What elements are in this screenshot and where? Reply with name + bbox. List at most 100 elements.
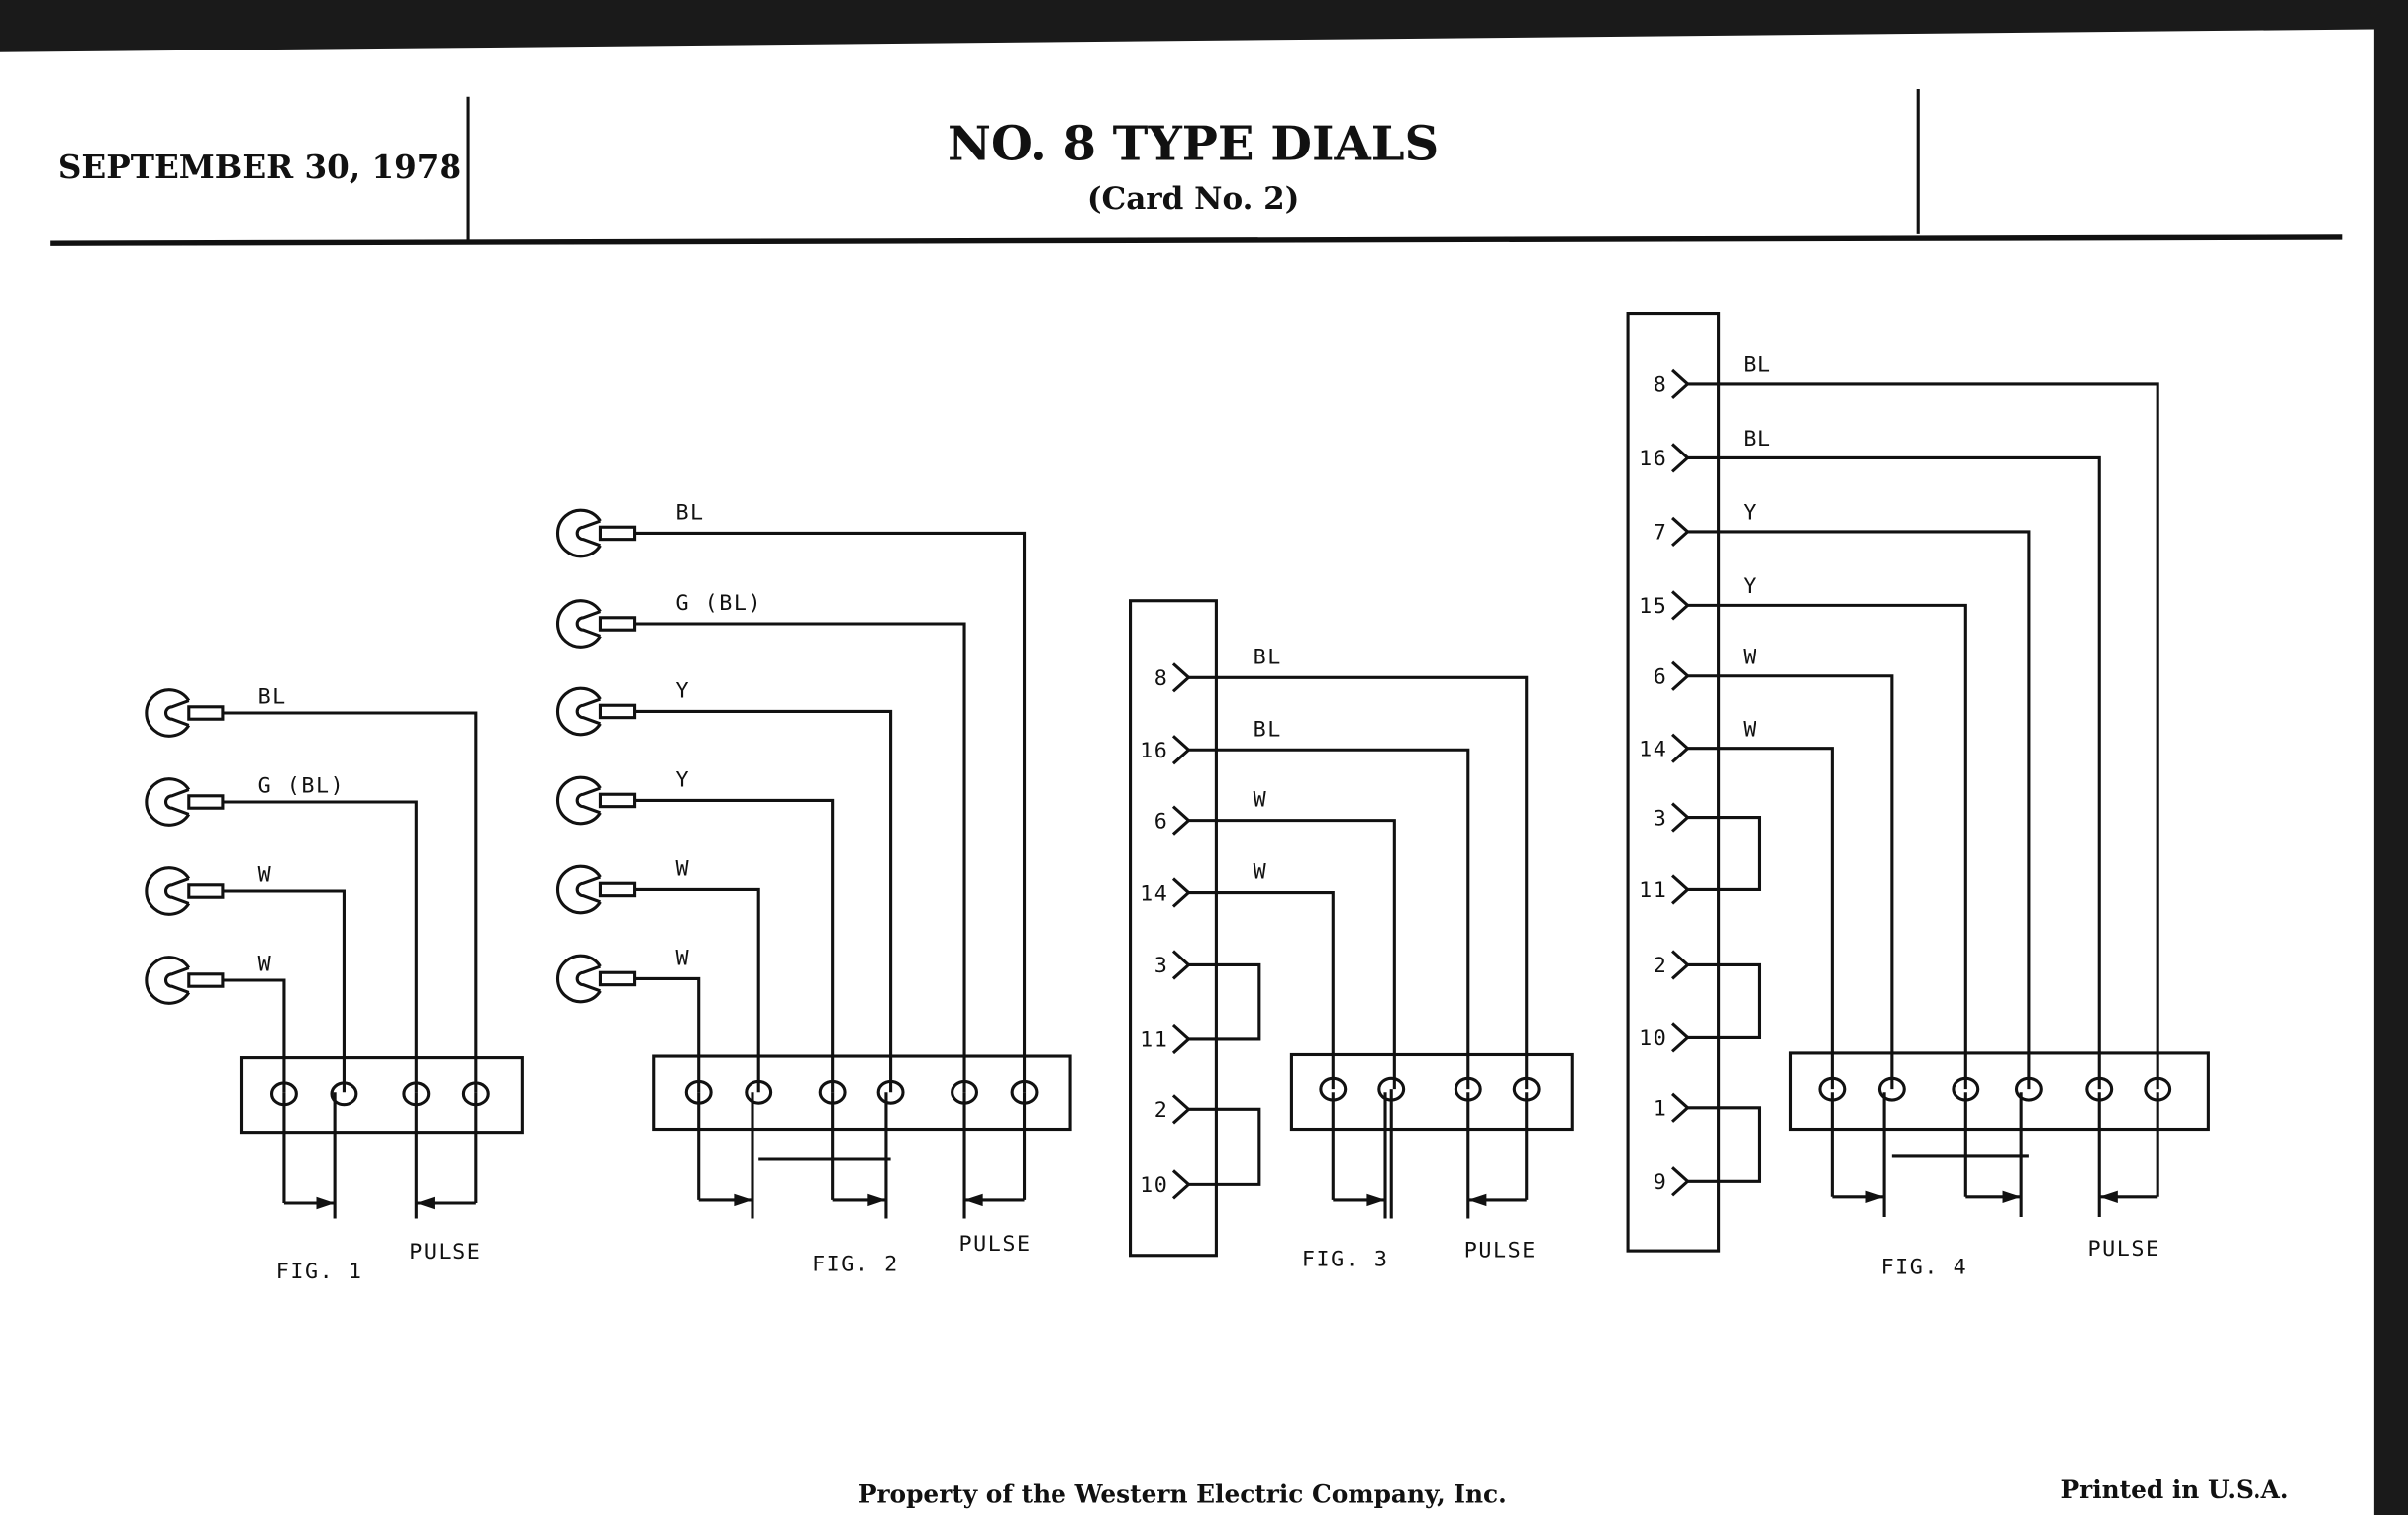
terminal-screw — [745, 1079, 773, 1105]
lug-ring — [145, 688, 191, 738]
jumper — [1687, 1106, 1762, 1183]
pin-number: 6 — [1154, 809, 1169, 834]
page-subtitle: (Card No. 2) — [1087, 181, 1300, 217]
terminal-screw — [330, 1081, 358, 1107]
wire — [222, 978, 286, 1093]
wire-label: Y — [675, 678, 690, 703]
dial-connector-block — [1626, 311, 1721, 1253]
pin-number: 16 — [1639, 447, 1667, 471]
lug-slot — [575, 519, 601, 548]
pin-number: 14 — [1639, 737, 1667, 761]
wire — [1687, 747, 1834, 1090]
pulse-label: PULSE — [1464, 1238, 1537, 1262]
wire — [1687, 455, 2101, 1090]
pulse-label: PULSE — [959, 1232, 1032, 1257]
wire-label: W — [1254, 860, 1268, 885]
pin-number: 7 — [1654, 521, 1668, 546]
pulse-label: PULSE — [409, 1240, 481, 1264]
arrow-head-icon — [316, 1196, 336, 1210]
wire-label: Y — [675, 767, 690, 792]
connector-pin-icon — [1171, 1169, 1191, 1200]
wire — [1188, 675, 1529, 1090]
lug-ring — [145, 866, 191, 916]
wire — [1687, 530, 2031, 1090]
wire-label: W — [1743, 717, 1757, 742]
terminal-screw — [1877, 1076, 1906, 1102]
lug-ring — [555, 599, 602, 649]
spade-lug-icon — [555, 864, 637, 915]
wire — [634, 887, 760, 1093]
pin-number: 11 — [1639, 878, 1667, 903]
arrow-head-icon — [867, 1193, 886, 1207]
figure-caption: FIG. 1 — [276, 1260, 363, 1284]
pin-number: 2 — [1654, 954, 1668, 978]
pin-number: 11 — [1140, 1028, 1168, 1053]
lug-slot — [163, 699, 190, 727]
wire-label: BL — [1743, 354, 1771, 378]
arrow-head-icon — [1366, 1193, 1386, 1207]
figure-caption: FIG. 3 — [1302, 1248, 1389, 1272]
wire — [1687, 603, 1967, 1090]
footer: Property of the Western Electric Company… — [858, 1475, 2289, 1509]
lug-slot — [163, 966, 190, 994]
wire-label: W — [675, 857, 690, 881]
arrow-head-icon — [1865, 1190, 1885, 1203]
pin-number: 14 — [1140, 881, 1168, 906]
pin-number: 9 — [1654, 1170, 1668, 1195]
jumper — [1188, 962, 1261, 1041]
arrow-head-icon — [2099, 1190, 2118, 1203]
wire-label: BL — [675, 500, 704, 525]
wire-label: BL — [1254, 645, 1282, 669]
wire — [634, 622, 966, 1093]
arrow-head-icon — [734, 1193, 752, 1207]
pin-number: 10 — [1639, 1026, 1667, 1051]
pin-number: 15 — [1639, 594, 1667, 619]
wire — [634, 531, 1027, 1093]
wire — [1188, 819, 1396, 1090]
wire — [634, 709, 893, 1093]
printed-notice: Printed in U.S.A. — [2060, 1475, 2288, 1504]
terminal-block — [1788, 1051, 2210, 1132]
connector-pin-icon — [1171, 1023, 1191, 1055]
terminal-block — [239, 1056, 524, 1135]
wire — [1687, 674, 1894, 1090]
jumper — [1687, 962, 1762, 1039]
pin-number: 1 — [1654, 1097, 1668, 1122]
lug-ring — [555, 954, 602, 1004]
arrow-head-icon — [2002, 1190, 2022, 1203]
wire-label: W — [258, 953, 273, 977]
lug-slot — [163, 877, 190, 905]
lug-ring — [555, 864, 602, 915]
pin-number: 8 — [1154, 666, 1169, 691]
terminal-block — [652, 1054, 1072, 1132]
arrow-head-icon — [1467, 1193, 1487, 1207]
connector-pin-icon — [1171, 805, 1191, 836]
wire-label: BL — [1254, 717, 1282, 742]
lug-slot — [163, 788, 190, 816]
lug-ring — [145, 777, 191, 827]
lug-slot — [575, 610, 601, 638]
pin-number: 3 — [1654, 806, 1668, 831]
lug-ring — [555, 508, 602, 558]
wire — [1188, 891, 1335, 1090]
connector-pin-icon — [1171, 877, 1191, 908]
wire-label: W — [1254, 788, 1268, 813]
spade-lug-icon — [555, 775, 637, 826]
wire-label: Y — [1743, 574, 1757, 599]
wire-label: Y — [1743, 500, 1757, 525]
terminal-block — [1289, 1052, 1574, 1132]
wire — [1188, 748, 1470, 1090]
paper-card — [0, 29, 2374, 1515]
lug-slot — [575, 964, 601, 993]
page-title: NO. 8 TYPE DIALS — [948, 116, 1439, 171]
wire — [1687, 382, 2159, 1090]
pulse-label: PULSE — [2088, 1237, 2160, 1262]
figure-caption: FIG. 4 — [1881, 1255, 1968, 1279]
lug-ring — [145, 956, 191, 1005]
terminal-screw — [876, 1079, 905, 1105]
